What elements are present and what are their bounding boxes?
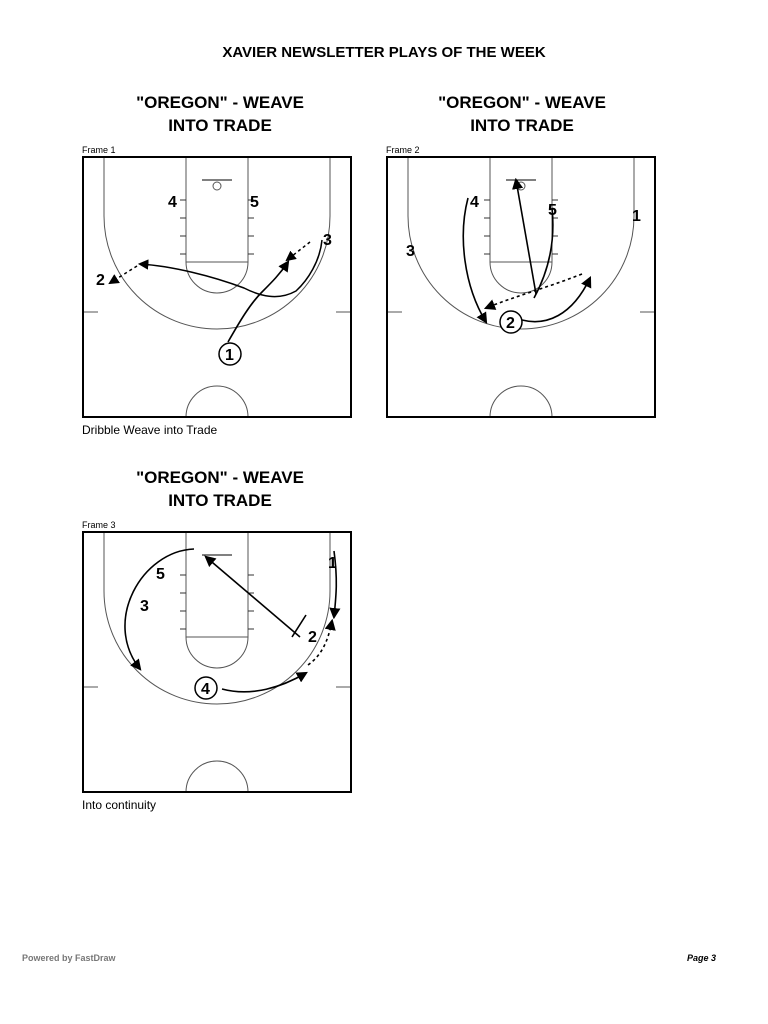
frame-3-title: "OREGON" - WEAVE INTO TRADE bbox=[85, 466, 355, 512]
frame-2-title-line-1: "OREGON" - WEAVE bbox=[438, 93, 606, 112]
player-ring bbox=[218, 342, 242, 366]
screen-mark bbox=[291, 614, 307, 638]
pass-line bbox=[483, 273, 583, 310]
cut-path-5 bbox=[512, 177, 537, 295]
court-border bbox=[386, 156, 656, 418]
player-3: 3 bbox=[140, 598, 149, 615]
court-lines bbox=[83, 531, 351, 793]
frame-1-actions bbox=[108, 239, 323, 343]
footer-powered-by: Powered by FastDraw bbox=[22, 953, 116, 963]
player-1: 1 bbox=[328, 555, 337, 572]
court-border bbox=[82, 156, 352, 418]
pass-line-1 bbox=[285, 241, 311, 262]
frame-2-label: Frame 2 bbox=[386, 145, 420, 155]
frame-2-diagram: 4 5 1 3 2 bbox=[386, 156, 656, 418]
player-4: 4 bbox=[201, 681, 210, 698]
cut-path-5 bbox=[204, 555, 301, 638]
frame-1-diagram: 4 5 3 2 1 bbox=[82, 156, 352, 418]
player-3: 3 bbox=[323, 232, 332, 249]
frame-3-court: 1 5 3 2 4 bbox=[82, 531, 352, 793]
frame-3-title-line-2: INTO TRADE bbox=[168, 491, 272, 510]
dribble-path-2 bbox=[137, 239, 323, 298]
frame-1-title-line-1: "OREGON" - WEAVE bbox=[136, 93, 304, 112]
player-2: 2 bbox=[308, 629, 317, 646]
player-2: 2 bbox=[506, 315, 515, 332]
player-1: 1 bbox=[225, 347, 234, 364]
frame-1-label: Frame 1 bbox=[82, 145, 116, 155]
player-5: 5 bbox=[250, 194, 259, 211]
cut-path-3 bbox=[124, 548, 195, 671]
frame-3-caption: Into continuity bbox=[82, 798, 157, 812]
court-lines bbox=[83, 156, 351, 418]
cut-path-4 bbox=[462, 197, 488, 324]
frame-3-label: Frame 3 bbox=[82, 520, 116, 530]
player-2: 2 bbox=[96, 272, 105, 289]
screen-path bbox=[533, 207, 554, 299]
frame-1-title: "OREGON" - WEAVE INTO TRADE bbox=[85, 91, 355, 137]
player-5: 5 bbox=[156, 566, 165, 583]
frame-2-title-line-2: INTO TRADE bbox=[470, 116, 574, 135]
player-ring bbox=[194, 676, 218, 700]
player-4: 4 bbox=[470, 194, 479, 211]
frame-2-court: 4 5 1 3 2 bbox=[386, 156, 656, 418]
player-3: 3 bbox=[406, 243, 415, 260]
dribble-path bbox=[221, 671, 308, 693]
pass-line bbox=[307, 618, 336, 666]
frame-3-actions bbox=[124, 548, 341, 693]
player-ring bbox=[499, 310, 523, 334]
frame-3-title-line-1: "OREGON" - WEAVE bbox=[136, 468, 304, 487]
player-1: 1 bbox=[632, 208, 641, 225]
frame-1-title-line-2: INTO TRADE bbox=[168, 116, 272, 135]
player-4: 4 bbox=[168, 194, 177, 211]
pass-line-2 bbox=[108, 265, 138, 285]
frame-1-caption: Dribble Weave into Trade bbox=[82, 423, 218, 437]
page-title: XAVIER NEWSLETTER PLAYS OF THE WEEK bbox=[222, 44, 546, 61]
frame-1-court: 4 5 3 2 1 bbox=[82, 156, 352, 418]
dribble-path bbox=[521, 275, 592, 323]
frame-2-title: "OREGON" - WEAVE INTO TRADE bbox=[387, 91, 657, 137]
court-border bbox=[82, 531, 352, 793]
court-lines bbox=[387, 156, 655, 418]
cut-path-1 bbox=[329, 550, 341, 620]
dribble-path-1 bbox=[227, 260, 290, 343]
footer-page-number: Page 3 bbox=[686, 953, 716, 963]
frame-2-actions bbox=[462, 177, 592, 324]
player-5: 5 bbox=[548, 202, 557, 219]
frame-3-diagram: 1 5 3 2 4 bbox=[82, 531, 352, 793]
